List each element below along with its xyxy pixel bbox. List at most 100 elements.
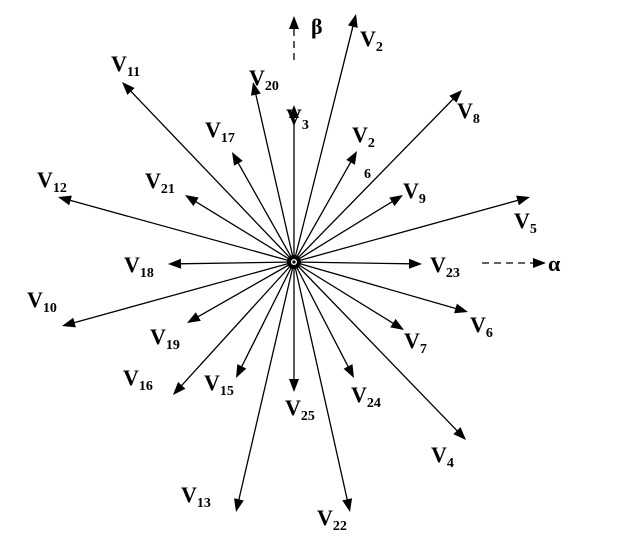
vector-line bbox=[196, 261, 295, 319]
vector-v5: V5 bbox=[293, 195, 537, 263]
vector-arrowhead bbox=[122, 82, 135, 95]
vector-arrowhead bbox=[342, 498, 353, 512]
vector-v9: V9 bbox=[293, 178, 426, 263]
vector-label: V18 bbox=[124, 252, 154, 281]
vector-v24: V24 bbox=[293, 261, 381, 411]
beta-axis-label: β bbox=[311, 14, 323, 39]
vector-label: V21 bbox=[145, 168, 175, 197]
vector-v8: V8 bbox=[293, 90, 480, 263]
vector-arrowhead bbox=[62, 317, 76, 328]
vector-v4: V4 bbox=[293, 261, 466, 471]
vector-line bbox=[293, 261, 350, 369]
vector-label: V10 bbox=[27, 287, 57, 316]
alpha-axis-label: α bbox=[548, 251, 561, 276]
vector-arrowhead bbox=[346, 151, 357, 165]
vector-line bbox=[240, 261, 295, 369]
vector-arrowhead bbox=[58, 195, 72, 206]
vector-line bbox=[293, 261, 395, 325]
vector-arrowhead bbox=[185, 195, 199, 207]
vector-v15: V15 bbox=[204, 261, 295, 399]
vector-v26: V2 6 bbox=[293, 122, 375, 263]
vector-line bbox=[293, 199, 520, 263]
vector-arrowhead bbox=[236, 364, 247, 378]
vector-label: V3 bbox=[286, 104, 309, 133]
vector-v21: V21 bbox=[145, 168, 295, 263]
vector-arrowhead bbox=[390, 318, 404, 330]
vector-arrowhead bbox=[289, 105, 299, 118]
vector-label: V13 bbox=[181, 482, 211, 511]
vector-v2-outer: V2 bbox=[293, 14, 383, 263]
vector-v20: V20 bbox=[249, 65, 295, 263]
vector-arrowhead bbox=[232, 152, 243, 166]
vector-arrowhead bbox=[449, 90, 462, 103]
vector-v11: V11 bbox=[111, 51, 295, 263]
vector-v22: V22 bbox=[293, 261, 353, 534]
vector-arrowhead bbox=[343, 364, 354, 378]
vector-line bbox=[293, 261, 458, 310]
vector-label: V17 bbox=[205, 117, 235, 146]
vector-line bbox=[178, 261, 295, 265]
vector-line bbox=[293, 261, 349, 502]
vector-line bbox=[293, 24, 354, 263]
vector-label: V12 bbox=[37, 167, 67, 196]
vector-line bbox=[293, 261, 459, 433]
vector-line bbox=[293, 97, 455, 263]
vector-label: V20 bbox=[249, 65, 279, 94]
vector-arrowhead bbox=[408, 258, 422, 269]
vector-label: V16 bbox=[123, 365, 153, 394]
vector-v19: V19 bbox=[150, 261, 295, 353]
vector-arrowhead bbox=[234, 498, 244, 512]
vector-line bbox=[293, 200, 394, 263]
vector-v12: V12 bbox=[37, 167, 295, 263]
vector-v16: V16 bbox=[123, 261, 295, 395]
vector-arrowhead bbox=[251, 82, 261, 96]
vector-label: V22 bbox=[317, 505, 347, 534]
vector-line bbox=[293, 261, 412, 265]
vector-arrowhead bbox=[168, 258, 182, 269]
vector-line bbox=[236, 161, 295, 263]
vector-arrowhead bbox=[516, 195, 530, 206]
vector-v10: V10 bbox=[27, 261, 295, 328]
vector-label: V7 bbox=[404, 328, 427, 357]
vector-label: V2 bbox=[360, 26, 383, 55]
vector-line bbox=[293, 160, 353, 263]
vector-line bbox=[254, 92, 295, 263]
vector-label: V25 bbox=[285, 395, 315, 424]
vector-line bbox=[237, 261, 295, 502]
vector-label: V23 bbox=[430, 252, 460, 281]
vector-label: V5 bbox=[514, 208, 537, 237]
vector-label: V9 bbox=[403, 178, 426, 207]
vector-label: V2 bbox=[352, 122, 375, 151]
vector-arrowhead bbox=[347, 14, 358, 28]
vector-v7: V7 bbox=[293, 261, 427, 357]
vector-label: V19 bbox=[150, 324, 180, 353]
vector-arrowhead bbox=[389, 195, 403, 207]
vector-v18: V18 bbox=[124, 252, 295, 281]
vector-label-sub2: 6 bbox=[364, 167, 371, 182]
vector-v6: V6 bbox=[293, 261, 493, 341]
vector-line bbox=[179, 261, 295, 388]
vector-line bbox=[129, 89, 295, 263]
origin-center bbox=[292, 260, 296, 264]
vector-label: V6 bbox=[470, 312, 493, 341]
vector-label: V24 bbox=[351, 382, 381, 411]
vector-arrowhead bbox=[173, 382, 186, 395]
vector-v3: V3 bbox=[286, 104, 309, 262]
vector-v25: V25 bbox=[285, 262, 315, 424]
vector-label: V8 bbox=[457, 98, 480, 127]
vector-label: V4 bbox=[431, 442, 454, 471]
vector-v23: V23 bbox=[293, 252, 460, 281]
vector-line bbox=[194, 200, 295, 263]
vector-label: V15 bbox=[204, 370, 234, 399]
vector-arrowhead bbox=[454, 303, 468, 314]
beta-axis-arrowhead bbox=[289, 16, 299, 29]
vector-arrowhead bbox=[453, 427, 466, 440]
vector-v17: V17 bbox=[205, 117, 295, 263]
vector-arrowhead bbox=[187, 312, 201, 323]
vector-label: V11 bbox=[111, 51, 140, 80]
vector-line bbox=[68, 199, 295, 263]
vector-v13: V13 bbox=[181, 261, 295, 512]
vector-line bbox=[72, 261, 295, 324]
alpha-axis-arrowhead bbox=[533, 258, 546, 268]
